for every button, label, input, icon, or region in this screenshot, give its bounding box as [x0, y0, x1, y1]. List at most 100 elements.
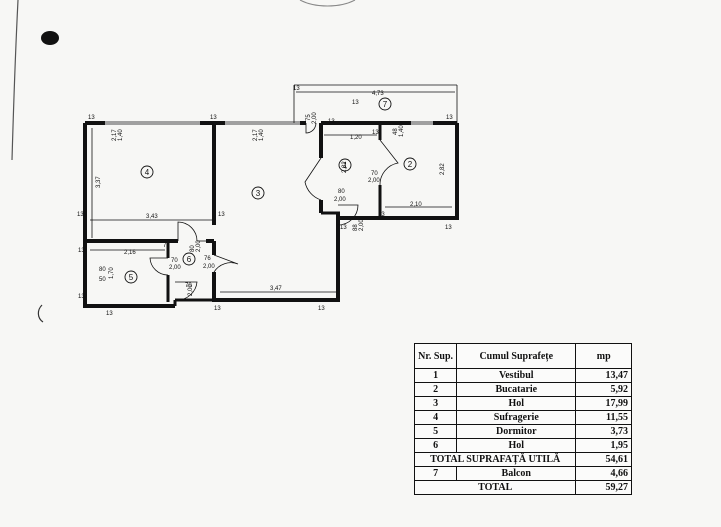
dim-balcony-door-h: 2,00	[312, 112, 318, 124]
dimension-lines	[90, 91, 455, 293]
dim-room3-window-w: 2,17	[253, 129, 259, 141]
table-row: 4 Sufragerie 11,55	[413, 410, 632, 425]
dim-room2-window-h: 1,40	[399, 125, 405, 137]
dim-wall-13: 13	[210, 115, 217, 121]
dim-room1-height: 2,82	[342, 161, 348, 173]
row-nr: 1	[413, 368, 458, 383]
dim-wall-13: 13	[88, 115, 95, 121]
dim-room1-door-w: 70	[371, 171, 378, 177]
dim-wall-13: 13	[77, 212, 84, 218]
table-row: 3 Hol 17,99	[413, 396, 632, 411]
dim-room5-door-h: 2,00	[169, 265, 181, 271]
dim-room1-door-h: 2,00	[368, 178, 380, 184]
dim-wall-13: 13	[340, 225, 347, 231]
dim-entry-door-w: 88	[353, 224, 359, 231]
dim-room4-window-h: 1,40	[118, 129, 124, 141]
surface-table: Nr. Sup. Cumul Suprafețe mp 1 Vestibul 1…	[413, 343, 632, 495]
dim-room1-door2-h: 2,00	[334, 197, 346, 203]
row-nr: 5	[413, 424, 458, 439]
dim-wall-13: 13	[78, 248, 85, 254]
dim-wall-13: 13	[214, 306, 221, 312]
dim-room1-door2-w: 80	[338, 189, 345, 195]
scan-arc	[37, 304, 44, 323]
dim-wall-13: 13	[318, 306, 325, 312]
table-header-row: Nr. Sup. Cumul Suprafețe mp	[413, 343, 632, 369]
table-row: 7 Balcon 4,66	[413, 466, 632, 481]
room-marker-2: 2	[403, 157, 417, 171]
dim-room6-door-h: 2,00	[203, 264, 215, 270]
row-name: Sufragerie	[456, 410, 577, 425]
dim-wall-13: 13	[446, 115, 453, 121]
dim-wall-13: 13	[293, 86, 300, 92]
table-row: 1 Vestibul 13,47	[413, 368, 632, 383]
dim-room2-window-w: 48	[393, 128, 399, 135]
header-nr: Nr. Sup.	[413, 343, 458, 369]
table-row: 5 Dormitor 3,73	[413, 424, 632, 439]
room-marker-4: 4	[140, 165, 154, 179]
total-label: TOTAL	[413, 480, 577, 495]
row-name: Bucatarie	[456, 382, 577, 397]
table-total-row: TOTAL 59,27	[413, 480, 632, 495]
room-number-4: 4	[145, 168, 150, 177]
header-name: Cumul Suprafețe	[456, 343, 577, 369]
dim-balcony-door-w: 75	[306, 114, 312, 121]
dim-wall-13: 13	[445, 225, 452, 231]
room-number-2: 2	[408, 160, 413, 169]
dim-room5-width: 2,16	[124, 250, 136, 256]
dim-room4-door-h: 2,00	[196, 240, 202, 252]
room-marker-5: 5	[124, 270, 138, 284]
row-mp: 4,66	[575, 466, 632, 481]
dim-wall-13: 13	[78, 294, 85, 300]
dim-room5-window-w: 80	[99, 267, 106, 273]
table-row: 2 Bucatarie 5,92	[413, 382, 632, 397]
dim-room5-height: 1,70	[109, 267, 115, 279]
doors	[149, 122, 399, 301]
dim-room2-width: 2,10	[410, 202, 422, 208]
row-mp: 11,55	[575, 410, 632, 425]
total-util-label: TOTAL SUPRAFAȚĂ UTILĂ	[413, 452, 577, 467]
room-marker-6: 6	[182, 252, 196, 266]
dim-room6-door2-w: 70	[185, 283, 192, 289]
row-mp: 3,73	[575, 424, 632, 439]
room-marker-3: 3	[251, 186, 265, 200]
row-name: Dormitor	[456, 424, 577, 439]
scan-edge-mark	[11, 0, 19, 161]
walls	[83, 84, 459, 308]
dim-wall-13: 13	[372, 130, 379, 136]
dim-room4-height: 3,37	[96, 176, 102, 188]
room-number-7: 7	[383, 100, 388, 109]
row-name: Vestibul	[456, 368, 577, 383]
dim-entry-door-h: 2,00	[359, 219, 365, 231]
dim-wall-13: 13	[352, 100, 359, 106]
dim-room4-width: 3,43	[146, 214, 158, 220]
row-mp: 17,99	[575, 396, 632, 411]
dim-balcony-width: 4,73	[372, 91, 384, 97]
row-name: Balcon	[456, 466, 577, 481]
dim-room2-height: 2,82	[440, 163, 446, 175]
room-number-3: 3	[256, 189, 261, 198]
room-number-6: 6	[187, 255, 192, 264]
total-util-value: 54,61	[575, 452, 632, 467]
row-mp: 13,47	[575, 368, 632, 383]
dim-room5-window-h: 50	[99, 277, 106, 283]
room-number-1: 1	[343, 161, 348, 170]
dim-wall-7: 7	[163, 243, 167, 249]
dim-wall-13: 13	[106, 311, 113, 317]
scan-top-mark	[299, 0, 356, 7]
total-value: 59,27	[575, 480, 632, 495]
row-nr: 2	[413, 382, 458, 397]
room-marker-1: 1	[338, 158, 352, 172]
row-name: Hol	[456, 396, 577, 411]
dim-room6-door2-h: 2,00	[188, 284, 194, 296]
dim-room1-width: 1,20	[350, 135, 362, 141]
dim-room3-width: 3,47	[270, 286, 282, 292]
row-nr: 6	[413, 438, 458, 453]
row-mp: 5,92	[575, 382, 632, 397]
table-total-util-row: TOTAL SUPRAFAȚĂ UTILĂ 54,61	[413, 452, 632, 467]
dim-wall-13: 13	[218, 212, 225, 218]
dim-wall-13: 13	[378, 212, 385, 218]
scan-blot	[41, 31, 59, 45]
row-mp: 1,95	[575, 438, 632, 453]
dim-room4-door-w: 80	[190, 245, 196, 252]
